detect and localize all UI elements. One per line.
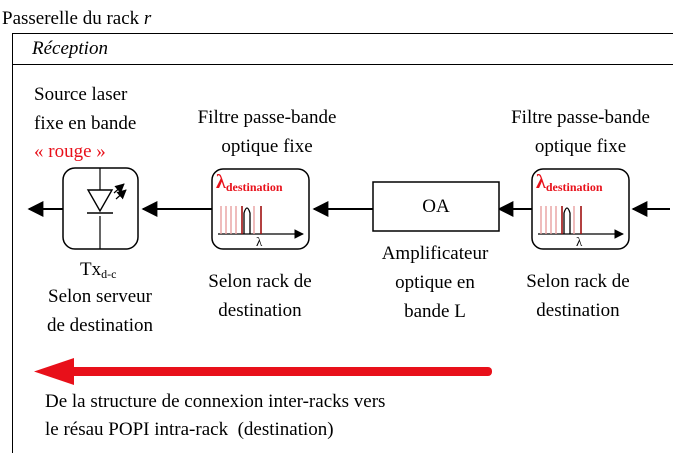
filter-right-caption: Selon rack de destination xyxy=(526,271,630,321)
direction-arrow xyxy=(34,358,492,385)
amplifier-caption: Amplificateur optique en bande L xyxy=(381,243,489,322)
amplifier-box xyxy=(372,181,500,232)
laser-source-box xyxy=(62,167,139,250)
laser-label: Source laser fixe en bande « rouge » xyxy=(34,84,137,162)
tx-label: Txd-c xyxy=(80,259,117,281)
title-variable: r xyxy=(143,8,152,29)
section-divider xyxy=(12,64,673,65)
filter-right-spectrum-icon xyxy=(540,206,575,234)
laser-diode-icon xyxy=(86,189,114,213)
filter-left-box xyxy=(211,168,310,250)
title-prefix: Passerelle du rack xyxy=(2,8,144,29)
gateway-frame xyxy=(12,33,673,453)
filter-right-label: Filtre passe-bande optique fixe xyxy=(511,107,650,157)
filter-right-lambda: λdestination xyxy=(536,171,603,194)
diagram-canvas xyxy=(27,167,670,385)
filter-right-axis-label: λ xyxy=(576,234,583,249)
band-word: « rouge » xyxy=(34,141,106,162)
filter-left-spectrum-icon xyxy=(220,206,255,234)
laser-caption: Selon serveur de destination xyxy=(46,286,154,336)
filter-left-axis-label: λ xyxy=(256,234,263,249)
section-title: Réception xyxy=(32,38,108,59)
footer-caption: De la structure de connexion inter-racks… xyxy=(45,391,386,440)
filter-left-label: Filtre passe-bande optique fixe xyxy=(197,107,337,157)
filter-left-caption: Selon rack de destination xyxy=(208,271,312,321)
page-title: Passerelle du rack r xyxy=(2,8,151,30)
amplifier-box-label: OA xyxy=(422,196,450,217)
filter-left-lambda: λdestination xyxy=(216,171,283,194)
filter-right-box xyxy=(531,168,630,250)
